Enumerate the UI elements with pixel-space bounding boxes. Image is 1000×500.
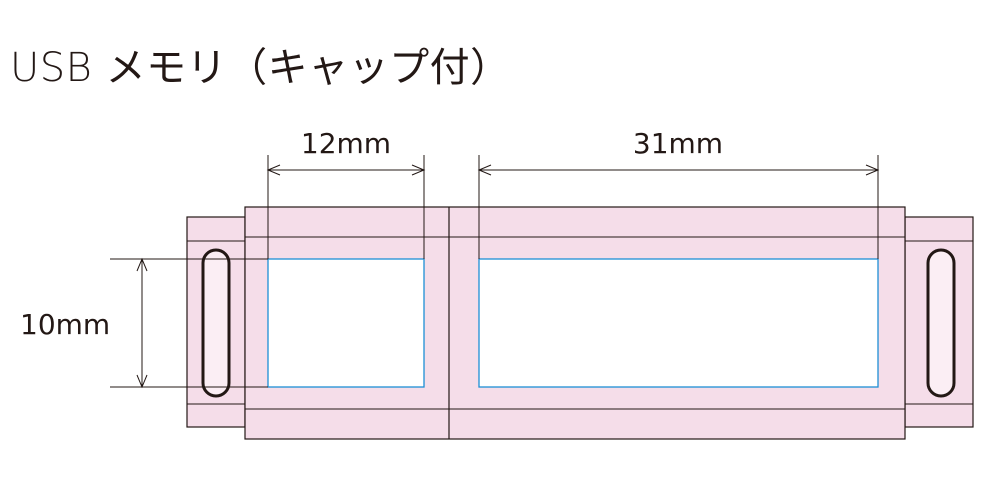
print-area-body bbox=[478, 258, 879, 388]
right-end-tab bbox=[904, 216, 974, 428]
dimension-label-12mm: 12mm bbox=[301, 127, 391, 160]
dimension-12mm: 12mm bbox=[266, 127, 426, 259]
dimension-label-31mm: 31mm bbox=[633, 127, 723, 160]
left-end-tab bbox=[186, 216, 246, 428]
right-strap-slot bbox=[926, 248, 956, 398]
diagram-title: USB メモリ（キャップ付） bbox=[10, 45, 511, 91]
dimension-10mm: 10mm bbox=[20, 257, 268, 389]
print-area-cap bbox=[267, 258, 425, 388]
dimension-31mm: 31mm bbox=[477, 127, 880, 259]
left-strap-slot bbox=[201, 248, 231, 398]
dimension-label-10mm: 10mm bbox=[20, 308, 110, 341]
